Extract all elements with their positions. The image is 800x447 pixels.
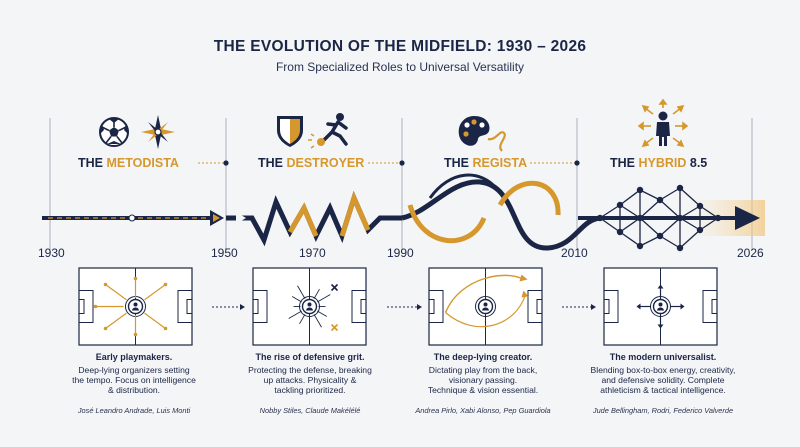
network-node: [616, 201, 624, 209]
era-headline: The deep-lying creator.: [433, 352, 533, 362]
era-players: Jude Bellingham, Rodri, Federico Valverd…: [592, 406, 734, 415]
compass-icon: [141, 115, 175, 149]
hybrid-network: [578, 184, 765, 252]
year-1930: 1930: [38, 246, 65, 260]
network-edge: [659, 217, 681, 237]
network-edge: [599, 204, 621, 219]
network-node: [616, 228, 624, 236]
page-subtitle: From Specialized Roles to Universal Vers…: [275, 60, 525, 74]
network-edge: [639, 217, 661, 237]
pitch-regista: [428, 267, 543, 346]
network-edge: [679, 229, 701, 249]
year-1950: 1950: [211, 246, 238, 260]
network-node: [636, 186, 644, 194]
network-node: [656, 232, 664, 240]
network-node: [696, 202, 704, 210]
palette-icon: [458, 116, 506, 152]
network-edge: [619, 204, 641, 219]
pitch-metodista: [78, 267, 193, 346]
era-label-destroyer: THE DESTROYER: [258, 156, 365, 170]
year-2026: 2026: [737, 246, 764, 260]
era-label-metodista: THE METODISTA: [78, 156, 179, 170]
era-players: Andrea Pirlo, Xabi Alonso, Pep Guardiola: [415, 406, 551, 415]
year-1990: 1990: [387, 246, 414, 260]
metodista-arrow: [42, 210, 224, 226]
era-description-regista: The deep-lying creator. Dictating play f…: [408, 352, 558, 415]
destroyer-zigzag: [226, 190, 402, 247]
network-edge: [639, 235, 661, 247]
universal-player-icon: [637, 98, 689, 148]
regista-curve: [401, 173, 601, 251]
network-edge: [639, 199, 661, 219]
era-headline: Early playmakers.: [95, 352, 173, 362]
year-2010: 2010: [561, 246, 588, 260]
era-description-metodista: Early playmakers. Deep-lying organizers …: [59, 352, 209, 415]
network-edge: [639, 189, 661, 201]
network-edge: [659, 187, 681, 201]
network-edge: [679, 187, 701, 207]
year-1970: 1970: [299, 246, 326, 260]
network-edge: [659, 199, 681, 219]
era-players: José Leandro Andrade, Luis Monti: [77, 406, 191, 415]
shield-icon: [277, 116, 303, 147]
era-headline: The modern universalist.: [609, 352, 717, 362]
pitch-destroyer: [252, 267, 367, 346]
label-dots: [223, 160, 580, 166]
page-title: THE EVOLUTION OF THE MIDFIELD: 1930 – 20…: [213, 38, 587, 55]
era-dividers: [49, 118, 753, 250]
tackle-icon: [308, 113, 348, 149]
pitch-hybrid: [603, 267, 718, 346]
network-node: [676, 184, 684, 192]
era-description-destroyer: The rise of defensive grit. Protecting t…: [235, 352, 385, 415]
network-edge: [599, 217, 621, 233]
network-edge: [659, 235, 681, 249]
pitch-connectors: [212, 304, 596, 310]
era-label-hybrid: THE HYBRID 8.5: [610, 156, 708, 170]
era-headline: The rise of defensive grit.: [255, 352, 365, 362]
network-node: [636, 242, 644, 250]
network-node: [676, 244, 684, 252]
football-icon: [99, 117, 129, 147]
era-label-regista: THE REGISTA: [444, 156, 528, 170]
era-description-hybrid: The modern universalist. Blending box-to…: [578, 352, 748, 415]
network-edge: [619, 217, 641, 233]
network-node: [656, 196, 664, 204]
network-node: [696, 226, 704, 234]
era-players: Nobby Stiles, Claude Makélélé: [259, 406, 361, 415]
network-edge: [619, 189, 641, 206]
network-edge: [619, 231, 641, 247]
